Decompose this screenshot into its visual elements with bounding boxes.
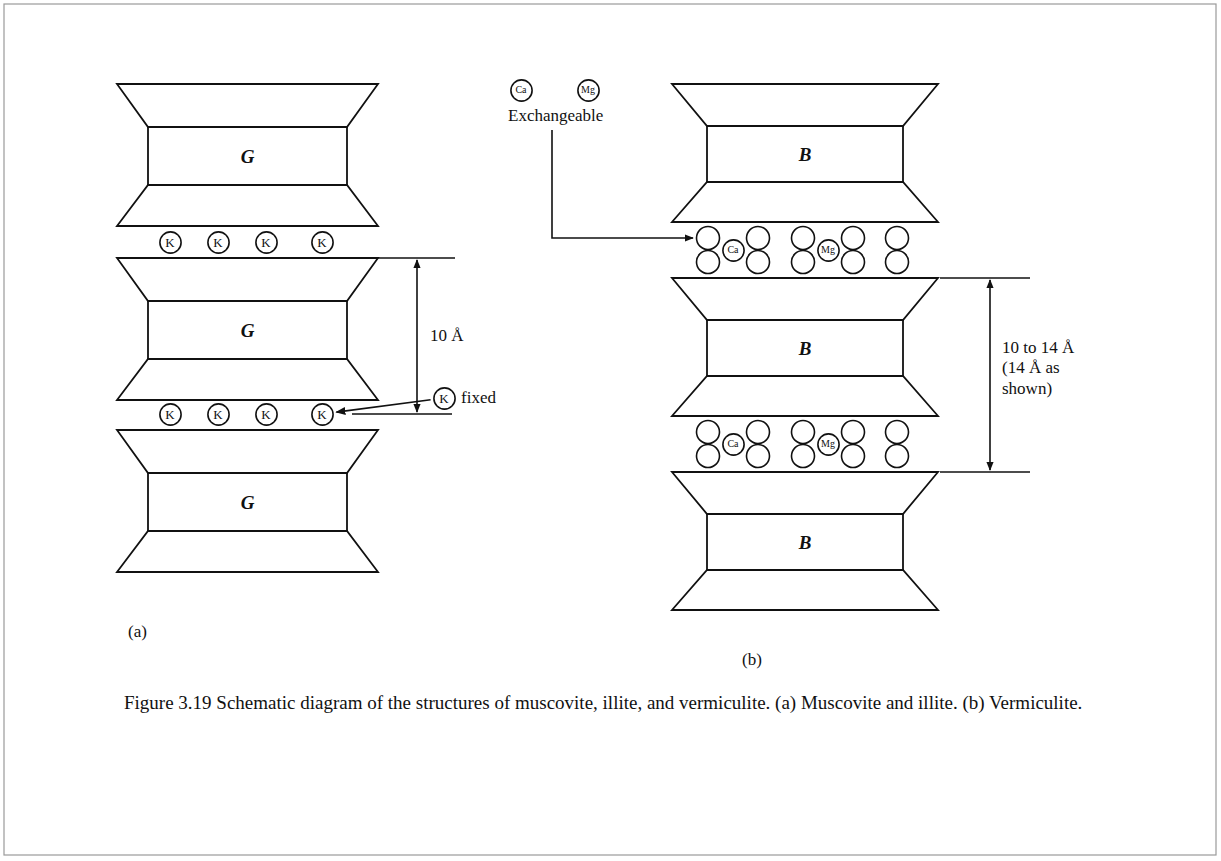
ion-symbol: K bbox=[213, 236, 222, 249]
silicate-layer-g: G bbox=[117, 84, 378, 226]
potassium-ion: K bbox=[255, 403, 278, 426]
dimension-label: 10 to 14 Å (14 Å as shown) bbox=[1000, 338, 1096, 399]
silicate-layer-b: B bbox=[672, 278, 938, 416]
ion-symbol: Ca bbox=[727, 245, 738, 255]
potassium-ion: K bbox=[159, 231, 182, 254]
ion-symbol: Ca bbox=[515, 85, 526, 95]
potassium-ion: K bbox=[255, 231, 278, 254]
ion-symbol: K bbox=[317, 408, 326, 421]
ion-symbol: Mg bbox=[821, 439, 835, 449]
layer-letter: G bbox=[241, 493, 255, 512]
layer-letter: G bbox=[241, 321, 255, 340]
potassium-ion: K bbox=[433, 387, 456, 410]
frame bbox=[4, 4, 1216, 855]
calcium-ion: Ca bbox=[510, 79, 533, 102]
ion-symbol: Mg bbox=[821, 245, 835, 255]
potassium-ion: K bbox=[207, 403, 230, 426]
panel-label: (b) bbox=[740, 650, 764, 670]
ion-symbol: Mg bbox=[581, 85, 595, 95]
silicate-layer-g: G bbox=[117, 430, 378, 572]
magnesium-ion: Mg bbox=[577, 79, 600, 102]
silicate-layer-g: G bbox=[117, 258, 378, 400]
pointer-arrow bbox=[336, 400, 430, 412]
calcium-ion: Ca bbox=[722, 433, 745, 456]
ion-symbol: K bbox=[165, 408, 174, 421]
layer-letter: B bbox=[799, 339, 812, 358]
layer-letter: B bbox=[799, 145, 812, 164]
calcium-ion: Ca bbox=[722, 239, 745, 262]
ion-symbol: K bbox=[165, 236, 174, 249]
note-label: Exchangeable bbox=[506, 106, 605, 126]
dimension-label: 10 Å bbox=[428, 326, 466, 346]
layer-letter: B bbox=[799, 533, 812, 552]
ion-symbol: K bbox=[317, 236, 326, 249]
potassium-ion: K bbox=[207, 231, 230, 254]
potassium-ion: K bbox=[159, 403, 182, 426]
potassium-ion: K bbox=[311, 403, 334, 426]
water-molecules bbox=[697, 227, 909, 468]
ion-symbol: K bbox=[439, 392, 448, 405]
potassium-ion: K bbox=[311, 231, 334, 254]
figure-caption: Figure 3.19 Schematic diagram of the str… bbox=[122, 690, 1116, 716]
ion-symbol: Ca bbox=[727, 439, 738, 449]
ion-symbol: K bbox=[261, 408, 270, 421]
ion-symbol: K bbox=[213, 408, 222, 421]
layer-letter: G bbox=[241, 147, 255, 166]
silicate-layer-b: B bbox=[672, 472, 938, 610]
magnesium-ion: Mg bbox=[817, 433, 840, 456]
magnesium-ion: Mg bbox=[817, 239, 840, 262]
silicate-layer-b: B bbox=[672, 84, 938, 222]
panel-label: (a) bbox=[126, 622, 149, 642]
note-label: fixed bbox=[459, 388, 498, 408]
ion-symbol: K bbox=[261, 236, 270, 249]
